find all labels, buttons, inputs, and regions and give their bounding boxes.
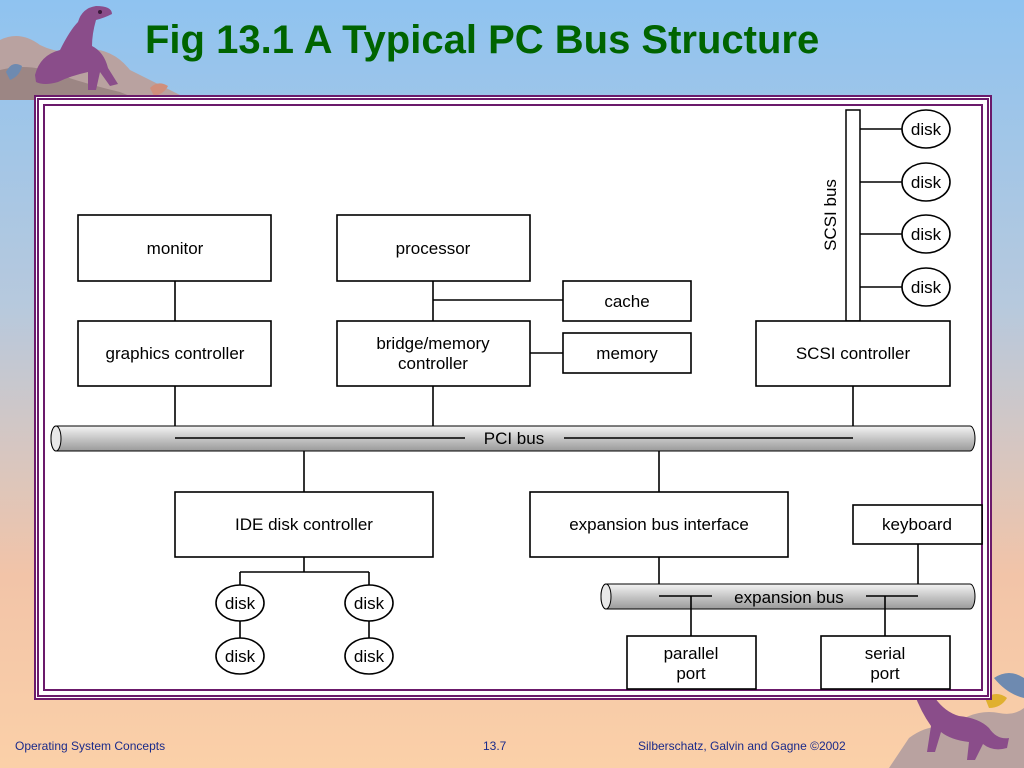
memory-box — [562, 332, 692, 374]
footer-slide-number: 13.7 — [483, 739, 507, 753]
serial-port-label-1: serial — [865, 644, 906, 663]
ide-disk-label-2: disk — [354, 594, 385, 613]
monitor-box — [77, 214, 272, 282]
cache-label: cache — [604, 292, 649, 311]
ide-disk-3 — [215, 637, 265, 675]
ide-disk-controller-label: IDE disk controller — [235, 515, 373, 534]
scsi-disk-label-3: disk — [911, 225, 942, 244]
cache-box — [562, 280, 692, 322]
scsi-disk-label-2: disk — [911, 173, 942, 192]
serial-port-box — [820, 635, 951, 690]
memory-label: memory — [596, 344, 658, 363]
scsi-disks: disk disk disk disk — [901, 109, 951, 307]
ide-disk-label-1: disk — [225, 594, 256, 613]
bridge-memory-controller-label-1: bridge/memory — [376, 334, 490, 353]
scsi-controller-box — [755, 320, 951, 387]
scsi-disk-label-4: disk — [911, 278, 942, 297]
expansion-bus-interface-label: expansion bus interface — [569, 515, 749, 534]
footer-copyright: Silberschatz, Galvin and Gagne ©2002 — [638, 739, 846, 753]
scsi-disk-2 — [901, 162, 951, 202]
ide-disk-2 — [344, 584, 394, 622]
bridge-memory-controller-box — [336, 320, 531, 387]
dinosaur-logo-bottom-right — [889, 673, 1024, 768]
scsi-disk-3 — [901, 214, 951, 254]
expansion-bus: expansion bus — [600, 583, 976, 610]
keyboard-box — [852, 504, 983, 545]
monitor-label: monitor — [147, 239, 204, 258]
graphics-controller-label: graphics controller — [106, 344, 245, 363]
ide-disks: disk disk disk disk — [215, 584, 394, 675]
dinosaur-logo-top-left — [0, 6, 190, 100]
serial-port-label-2: port — [870, 664, 900, 683]
parallel-port-label-2: port — [676, 664, 706, 683]
parallel-port-label-1: parallel — [664, 644, 719, 663]
scsi-disk-4 — [901, 267, 951, 307]
ide-disk-label-4: disk — [354, 647, 385, 666]
ide-disk-4 — [344, 637, 394, 675]
footer-course-title: Operating System Concepts — [15, 739, 166, 753]
ide-disk-label-3: disk — [225, 647, 256, 666]
ide-disk-controller-box — [174, 491, 434, 558]
processor-box — [336, 214, 531, 282]
graphics-controller-box — [77, 320, 272, 387]
scsi-disk-label-1: disk — [911, 120, 942, 139]
scsi-disk-1 — [901, 109, 951, 149]
scsi-controller-label: SCSI controller — [796, 344, 911, 363]
keyboard-label: keyboard — [882, 515, 952, 534]
bridge-memory-controller-label-2: controller — [398, 354, 468, 373]
scsi-bus-label: SCSI bus — [821, 179, 840, 251]
pci-bus-label: PCI bus — [484, 429, 544, 448]
ide-disk-1 — [215, 584, 265, 622]
scsi-bus: SCSI bus — [821, 109, 861, 322]
slide-title: Fig 13.1 A Typical PC Bus Structure — [145, 18, 820, 62]
pci-bus: PCI bus — [50, 425, 976, 452]
parallel-port-box — [626, 635, 757, 690]
processor-label: processor — [396, 239, 471, 258]
expansion-bus-label: expansion bus — [734, 588, 844, 607]
expansion-bus-interface-box — [529, 491, 789, 558]
